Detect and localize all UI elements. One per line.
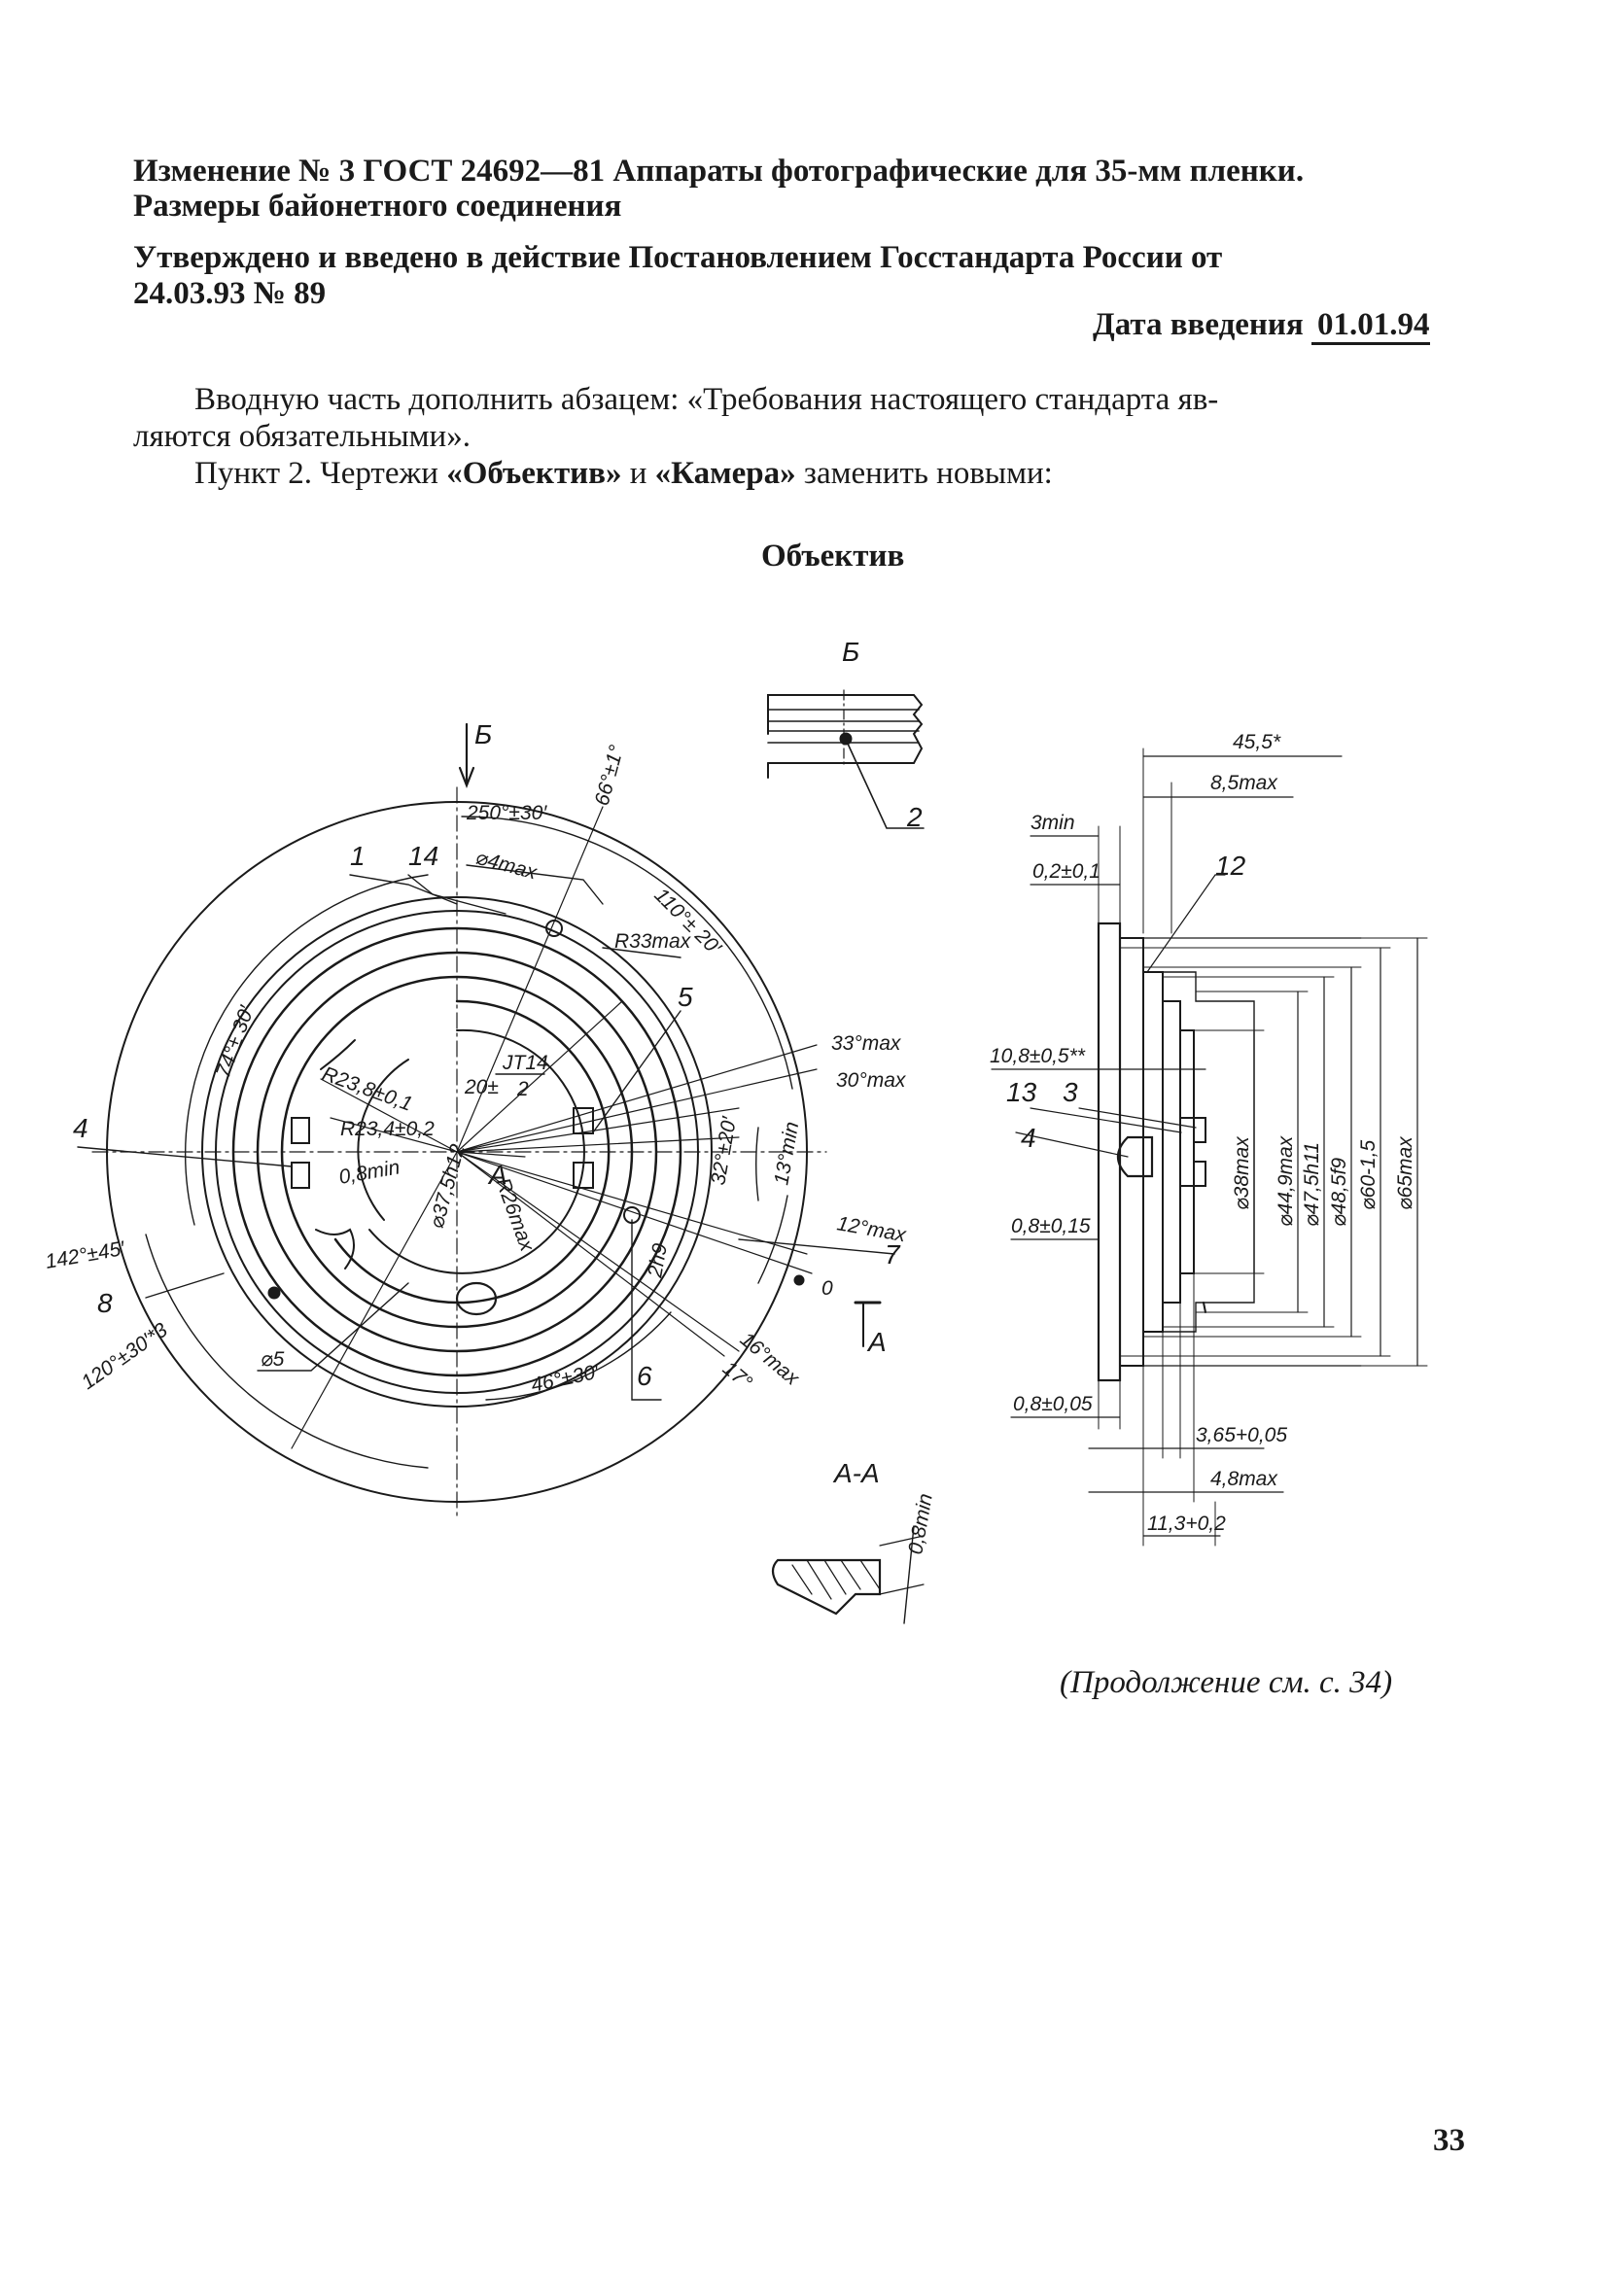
dim-113: 11,3+0,2 [1147,1513,1226,1535]
callout-8: 8 [97,1288,113,1318]
doc-title-line2: Размеры байонетного соединения [133,189,622,224]
callout-13: 13 [1006,1077,1037,1107]
dim-jt14-den: 2 [516,1078,529,1100]
dim-d38: ⌀38max [1231,1135,1253,1210]
dim-0805: 0,8±0,05 [1013,1393,1093,1415]
approval-line2: 24.03.93 № 89 [133,276,327,311]
section-dim-08min: 0,8min [904,1492,937,1556]
dim-17: 17° [718,1357,756,1394]
dim-74: 74°± 30′ [212,1002,259,1081]
drawing-name-lens: «Объектив» [446,456,622,491]
callout-4: 4 [73,1113,88,1143]
detail-b-title: Б [842,637,859,667]
dim-d485: ⌀48,5f9 [1328,1158,1350,1227]
continuation-note: (Продолжение см. с. 34) [1060,1665,1393,1700]
callout-6: 6 [637,1361,652,1391]
dim-20: 20± [464,1076,499,1098]
approval-line1: Утверждено и введено в действие Постанов… [133,240,1223,275]
callout-7: 7 [885,1239,901,1270]
dim-108: 10,8±0,5** [990,1045,1086,1067]
dim-d5: ⌀5 [261,1348,285,1371]
dim-46: 46°±30′ [529,1360,602,1396]
dim-365: 3,65+0,05 [1196,1424,1287,1446]
dim-0: 0 [821,1277,833,1300]
drawing-labels: Б 2 Б 250°±30′ 66°±1° 1 14 ⌀4max 110°± 2… [44,637,1416,1556]
dim-85max: 8,5max [1210,772,1278,794]
paragraph-1-line2: ляются обязательными». [133,419,471,454]
dim-2h9: 2h9 [644,1241,672,1280]
callout-5: 5 [678,982,693,1012]
dim-48max: 4,8max [1210,1468,1278,1490]
figure-title: Объектив [761,539,905,574]
dim-d60: ⌀60-1,5 [1357,1139,1380,1210]
callout-12: 12 [1215,851,1246,881]
section-mark-a: А [487,1160,507,1190]
doc-title-line1: Изменение № 3 ГОСТ 24692—81 Аппараты фот… [133,154,1305,189]
dim-455: 45,5* [1233,731,1281,753]
page-number: 33 [1433,2123,1465,2158]
dim-0815: 0,8±0,15 [1011,1215,1091,1237]
dim-d375: ⌀37,5h12 [426,1141,470,1231]
callout-14: 14 [408,841,438,871]
paragraph-1-line1: Вводную часть дополнить абзацем: «Требов… [194,382,1219,417]
effective-date: Дата введения 01.01.94 [1093,306,1430,345]
dim-66: 66°±1° [591,743,629,808]
dim-142: 142°±45′ [44,1237,127,1273]
drawing-name-camera: «Камера» [654,456,796,491]
callout-2: 2 [906,802,923,832]
effective-date-label: Дата введения [1093,307,1304,342]
section-a-a [771,1525,925,1624]
dim-250: 250°±30′ [466,802,547,824]
section-mark-a-2: А [866,1327,887,1357]
callout-4-side: 4 [1021,1123,1036,1153]
dim-3min: 3min [1031,812,1075,834]
dim-r33: R33max [614,930,692,953]
paragraph-2: Пункт 2. Чертежи «Объектив» и «Камера» з… [194,456,1053,491]
dim-d449: ⌀44,9max [1275,1134,1297,1227]
effective-date-value: 01.01.94 [1311,307,1430,345]
callout-1: 1 [350,841,366,871]
lens-side-section [991,748,1428,1547]
dim-r234: R23,4±0,2 [340,1118,435,1140]
dim-120: 120°±30′*3 [78,1319,172,1395]
section-title: А-А [832,1458,880,1488]
dim-33max: 33°max [831,1032,902,1055]
dim-30max: 30°max [836,1069,907,1092]
dim-02: 0,2±0,1 [1032,860,1100,883]
dim-13: 13°min [770,1120,803,1187]
dim-d475: ⌀47,5h11 [1301,1142,1323,1227]
arrow-b-label: Б [474,719,492,749]
lens-front-view [77,722,895,1517]
dim-jt14: JT14 [502,1052,548,1074]
detail-view-b [767,689,925,829]
dim-d4: ⌀4max [473,847,541,885]
dim-d65: ⌀65max [1394,1135,1416,1210]
dim-32: 32°±20′ [707,1114,741,1187]
dim-08min: 0,8min [337,1156,402,1189]
callout-3: 3 [1063,1077,1078,1107]
